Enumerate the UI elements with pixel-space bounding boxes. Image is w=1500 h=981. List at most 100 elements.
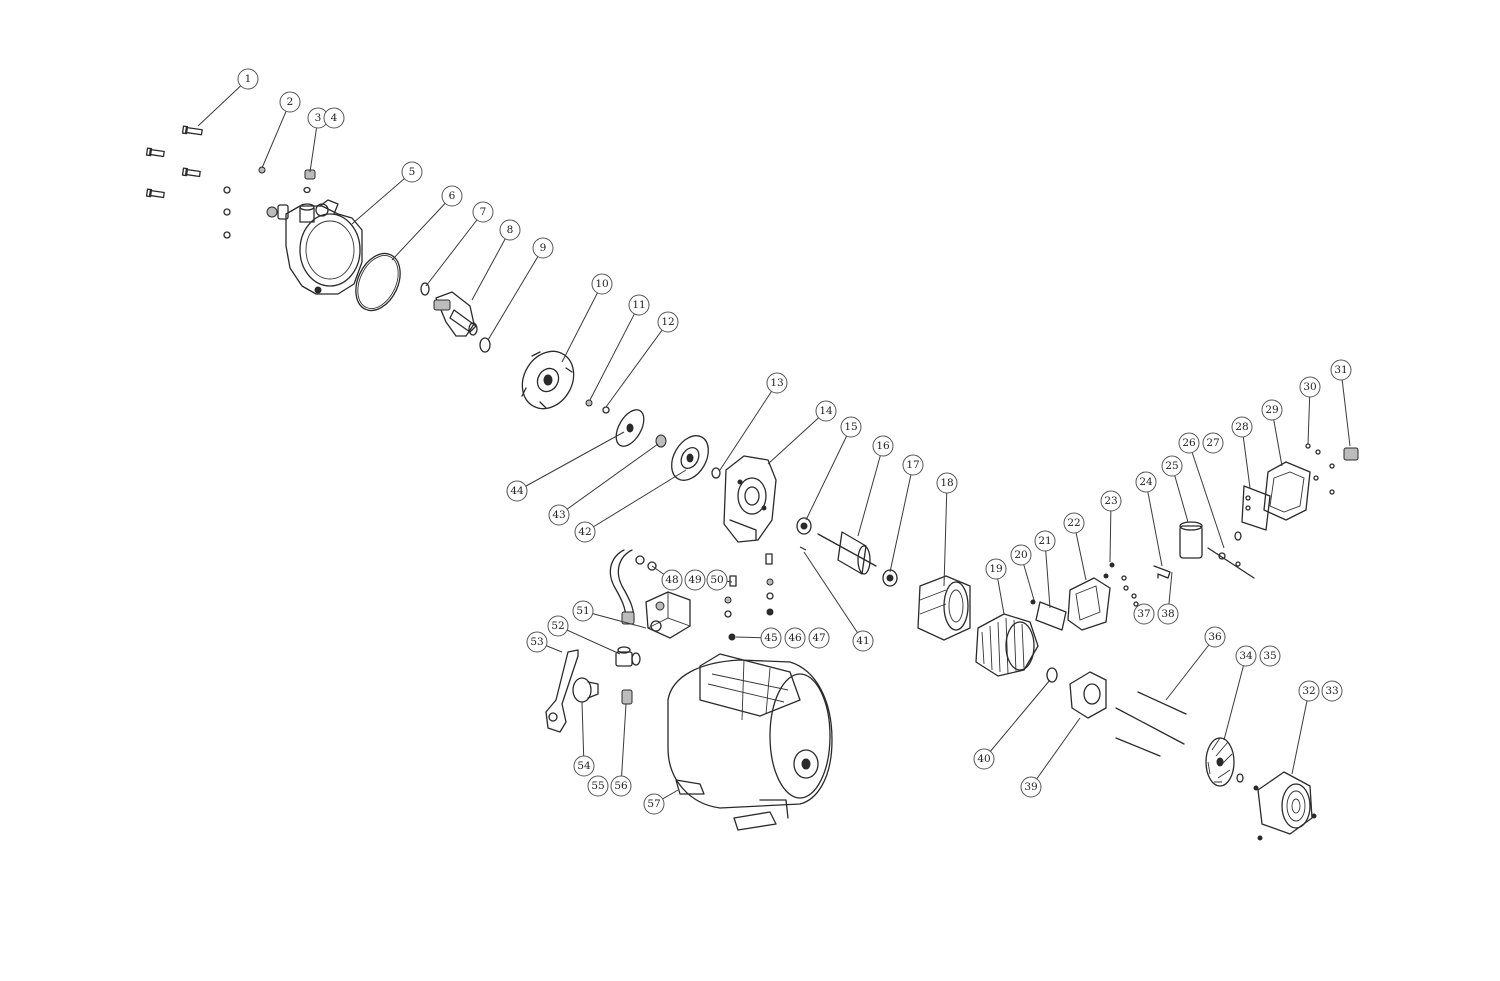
ring-14 [711, 467, 721, 479]
callout-15: 15 [840, 416, 862, 438]
seal-plate [671, 435, 709, 481]
callout-circle-39 [1020, 776, 1042, 798]
leader-line-8 [471, 229, 511, 301]
callout-40: 40 [973, 748, 995, 770]
callout-13: 13 [766, 372, 788, 394]
callout-label-11: 11 [632, 299, 645, 311]
fitting-57 [621, 689, 633, 705]
leader-line-44 [516, 431, 625, 492]
callout-label-39: 39 [1024, 781, 1037, 793]
callout-circle-13 [766, 372, 788, 394]
callout-52: 52 [547, 615, 569, 637]
callout-49: 49 [684, 569, 706, 591]
terminal-cover [1263, 461, 1311, 521]
leader-line-51 [582, 610, 647, 629]
callout-label-21: 21 [1038, 535, 1051, 547]
callout-label-27: 27 [1206, 437, 1219, 449]
impeller [615, 409, 645, 447]
callout-label-17: 17 [906, 459, 919, 471]
callout-label-51: 51 [576, 605, 589, 617]
callout-7: 7 [472, 201, 494, 223]
callout-label-1: 1 [245, 73, 252, 85]
callout-34: 34 [1235, 645, 1257, 667]
callout-18: 18 [936, 472, 958, 494]
callout-label-14: 14 [819, 405, 833, 417]
callout-26: 26 [1178, 432, 1200, 454]
callout-label-38: 38 [1161, 608, 1174, 620]
callout-label-5: 5 [409, 166, 416, 178]
callout-25: 25 [1161, 455, 1183, 477]
callout-circle-15 [840, 416, 862, 438]
callout-circle-57 [643, 793, 665, 815]
rear-bracket [1069, 671, 1107, 719]
callout-circle-36 [1204, 626, 1226, 648]
callout-6: 6 [441, 185, 463, 207]
mechanical-seal [655, 434, 667, 448]
callout-circle-43 [548, 504, 570, 526]
callout-circle-45 [760, 627, 782, 649]
stator [917, 575, 971, 641]
callout-circle-50 [706, 569, 728, 591]
callout-31: 31 [1330, 359, 1352, 381]
gauge-bracket [545, 649, 579, 733]
callout-circle-31 [1330, 359, 1352, 381]
callout-17: 17 [902, 454, 924, 476]
o-ring-10 [479, 337, 491, 353]
leader-line-7 [425, 211, 484, 287]
callout-circle-25 [1161, 455, 1183, 477]
tie-rod-1 [1137, 691, 1187, 715]
leader-line-14 [767, 410, 827, 465]
callout-33: 33 [1321, 680, 1343, 702]
callout-label-24: 24 [1139, 476, 1153, 488]
callout-35: 35 [1259, 645, 1281, 667]
callout-label-54: 54 [577, 760, 591, 772]
mounting-bolts [724, 553, 774, 641]
callout-label-50: 50 [710, 574, 723, 586]
callout-23: 23 [1100, 490, 1122, 512]
callout-circle-40 [973, 748, 995, 770]
leader-line-43 [558, 443, 659, 516]
o-ring-small [420, 282, 430, 296]
bolt-set [145, 125, 316, 239]
callout-37: 37 [1133, 603, 1155, 625]
callout-9: 9 [532, 237, 554, 259]
callout-39: 39 [1020, 776, 1042, 798]
callout-circle-53 [526, 631, 548, 653]
terminal-gasket [1035, 601, 1067, 631]
callout-50: 50 [706, 569, 728, 591]
leader-line-34 [1223, 655, 1247, 741]
callout-circle-21 [1034, 530, 1056, 552]
callout-29: 29 [1261, 399, 1283, 421]
callout-42: 42 [574, 521, 596, 543]
callout-circle-46 [784, 627, 806, 649]
callout-circle-29 [1261, 399, 1283, 421]
leader-line-15 [805, 426, 852, 521]
callout-label-6: 6 [449, 190, 456, 202]
callout-44: 44 [506, 480, 528, 502]
callout-circle-32 [1298, 680, 1320, 702]
callout-circle-10 [591, 273, 613, 295]
callout-circle-41 [852, 630, 874, 652]
callout-24: 24 [1135, 471, 1157, 493]
leader-line-24 [1145, 481, 1163, 567]
callout-circle-14 [815, 400, 837, 422]
callout-label-8: 8 [507, 224, 514, 236]
callout-57: 57 [643, 793, 665, 815]
leader-line-21 [1044, 540, 1051, 609]
callout-circle-54 [573, 755, 595, 777]
callout-circle-44 [506, 480, 528, 502]
callout-43: 43 [548, 504, 570, 526]
leader-line-10 [561, 283, 603, 363]
fan-cover [1253, 771, 1317, 841]
callout-circle-19 [985, 558, 1007, 580]
leader-line-2 [261, 101, 291, 169]
callout-38: 38 [1157, 603, 1179, 625]
leader-line-18 [943, 482, 948, 587]
cover-gasket [1241, 485, 1271, 531]
bearing-front [796, 517, 812, 535]
callout-circle-6 [441, 185, 463, 207]
callout-51: 51 [572, 600, 594, 622]
callout-label-47: 47 [812, 632, 825, 644]
callout-circle-16 [872, 435, 894, 457]
